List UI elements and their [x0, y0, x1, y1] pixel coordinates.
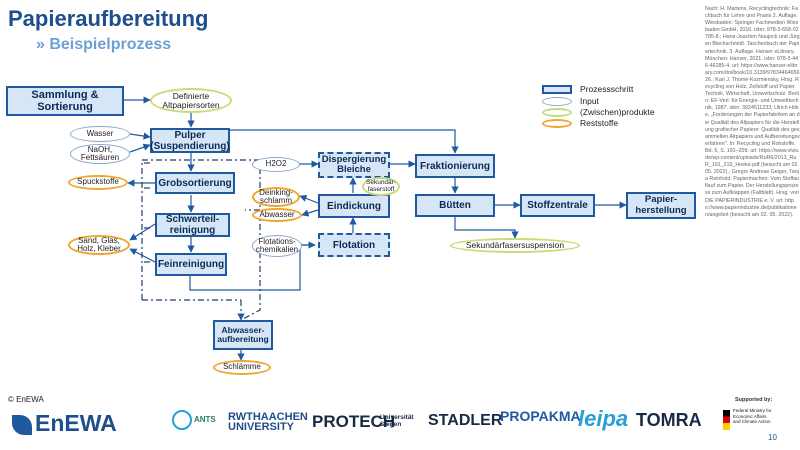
process-sammlung: Sammlung & Sortierung: [6, 86, 124, 116]
process-eindickung: Eindickung: [318, 194, 390, 218]
product-altpapiersorten: Definierte Altpapiersorten: [150, 88, 232, 113]
process-abwasseraufbereitung: Abwasser-aufbereitung: [213, 320, 273, 350]
enewa-logo-text: EnEWA: [35, 410, 117, 436]
stadler-logo: STADLER: [428, 412, 503, 429]
waste-spuckstoffe: Spuckstoffe: [68, 175, 128, 190]
legend-process: Prozessschritt: [542, 84, 633, 94]
page-title: Papieraufbereitung: [8, 6, 209, 31]
process-pulper: Pulper (Suspendierung): [150, 128, 230, 153]
legend-product-swatch: [542, 107, 572, 117]
references: Nach: H. Martens, Recyclingtechnik: Fach…: [705, 6, 800, 218]
input-wasser: Wasser: [70, 126, 130, 142]
process-dispergierung-bleiche: Dispergierung Bleiche: [318, 152, 390, 178]
page-number: 10: [768, 433, 777, 442]
eagle-icon: [723, 410, 730, 430]
waste-schlamme: Schlämme: [213, 360, 271, 375]
legend-input: Input: [542, 96, 599, 106]
legend-product: (Zwischen)produkte: [542, 107, 655, 117]
product-sekundarfasersuspension: Sekundärfasersuspension: [450, 238, 580, 253]
product-sekundarfaserstoff: Sekundär-faserstoff: [362, 177, 400, 196]
process-butten: Bütten: [415, 194, 495, 217]
legend-process-label: Prozessschritt: [580, 84, 634, 94]
legend-waste-swatch: [542, 118, 572, 128]
legend-waste: Reststoffe: [542, 118, 618, 128]
supported-by: Supported by:: [735, 397, 773, 403]
enewa-leaf-icon: [12, 414, 32, 435]
legend-product-label: (Zwischen)produkte: [580, 107, 655, 117]
protech-logo: PROTECH: [312, 412, 396, 431]
propakma-logo: PROPAKMA: [500, 408, 581, 424]
bmwk-logo-text: Federal Ministry for Economic Affairs an…: [733, 408, 772, 424]
ants-logo-text: ANTS: [193, 415, 216, 425]
rwth-logo: RWTHAACHEN UNIVERSITY: [228, 411, 308, 433]
waste-sand-glas: Sand, Glas, Holz, Kleber: [68, 235, 130, 255]
ants-logo: ANTS: [172, 410, 216, 430]
waste-abwasser: Abwasser: [252, 208, 302, 222]
enewa-logo: EnEWA: [12, 410, 117, 437]
process-fraktionierung: Fraktionierung: [415, 154, 495, 178]
ants-circle-icon: [172, 410, 192, 430]
input-h2o2: H2O2: [252, 157, 300, 172]
input-flotationschemikalien: Flotations-chemikalien: [252, 235, 302, 257]
legend-process-swatch: [542, 84, 572, 94]
page-subtitle: » Beispielprozess: [36, 36, 172, 53]
process-feinreinigung: Feinreinigung: [155, 253, 227, 276]
waste-deinkingschlamm: Deinking-schlamm: [252, 187, 300, 207]
legend-input-swatch: [542, 96, 572, 106]
leipa-logo: leipa: [578, 406, 629, 431]
siegen-logo: Universität Siegen: [380, 414, 414, 428]
process-flotation: Flotation: [318, 233, 390, 257]
process-stoffzentrale: Stoffzentrale: [520, 194, 595, 217]
legend-waste-label: Reststoffe: [580, 118, 619, 128]
copyright: © EnEWA: [8, 395, 44, 404]
input-naoh: NaOH, Fettsäuren: [70, 144, 130, 164]
legend-input-label: Input: [580, 96, 599, 106]
process-schwerteilreinigung: Schwerteil-reinigung: [155, 213, 230, 237]
process-grobsortierung: Grobsortierung: [155, 172, 235, 194]
tomra-logo: TOMRA: [636, 410, 702, 430]
process-papierherstellung: Papier-herstellung: [626, 192, 696, 219]
